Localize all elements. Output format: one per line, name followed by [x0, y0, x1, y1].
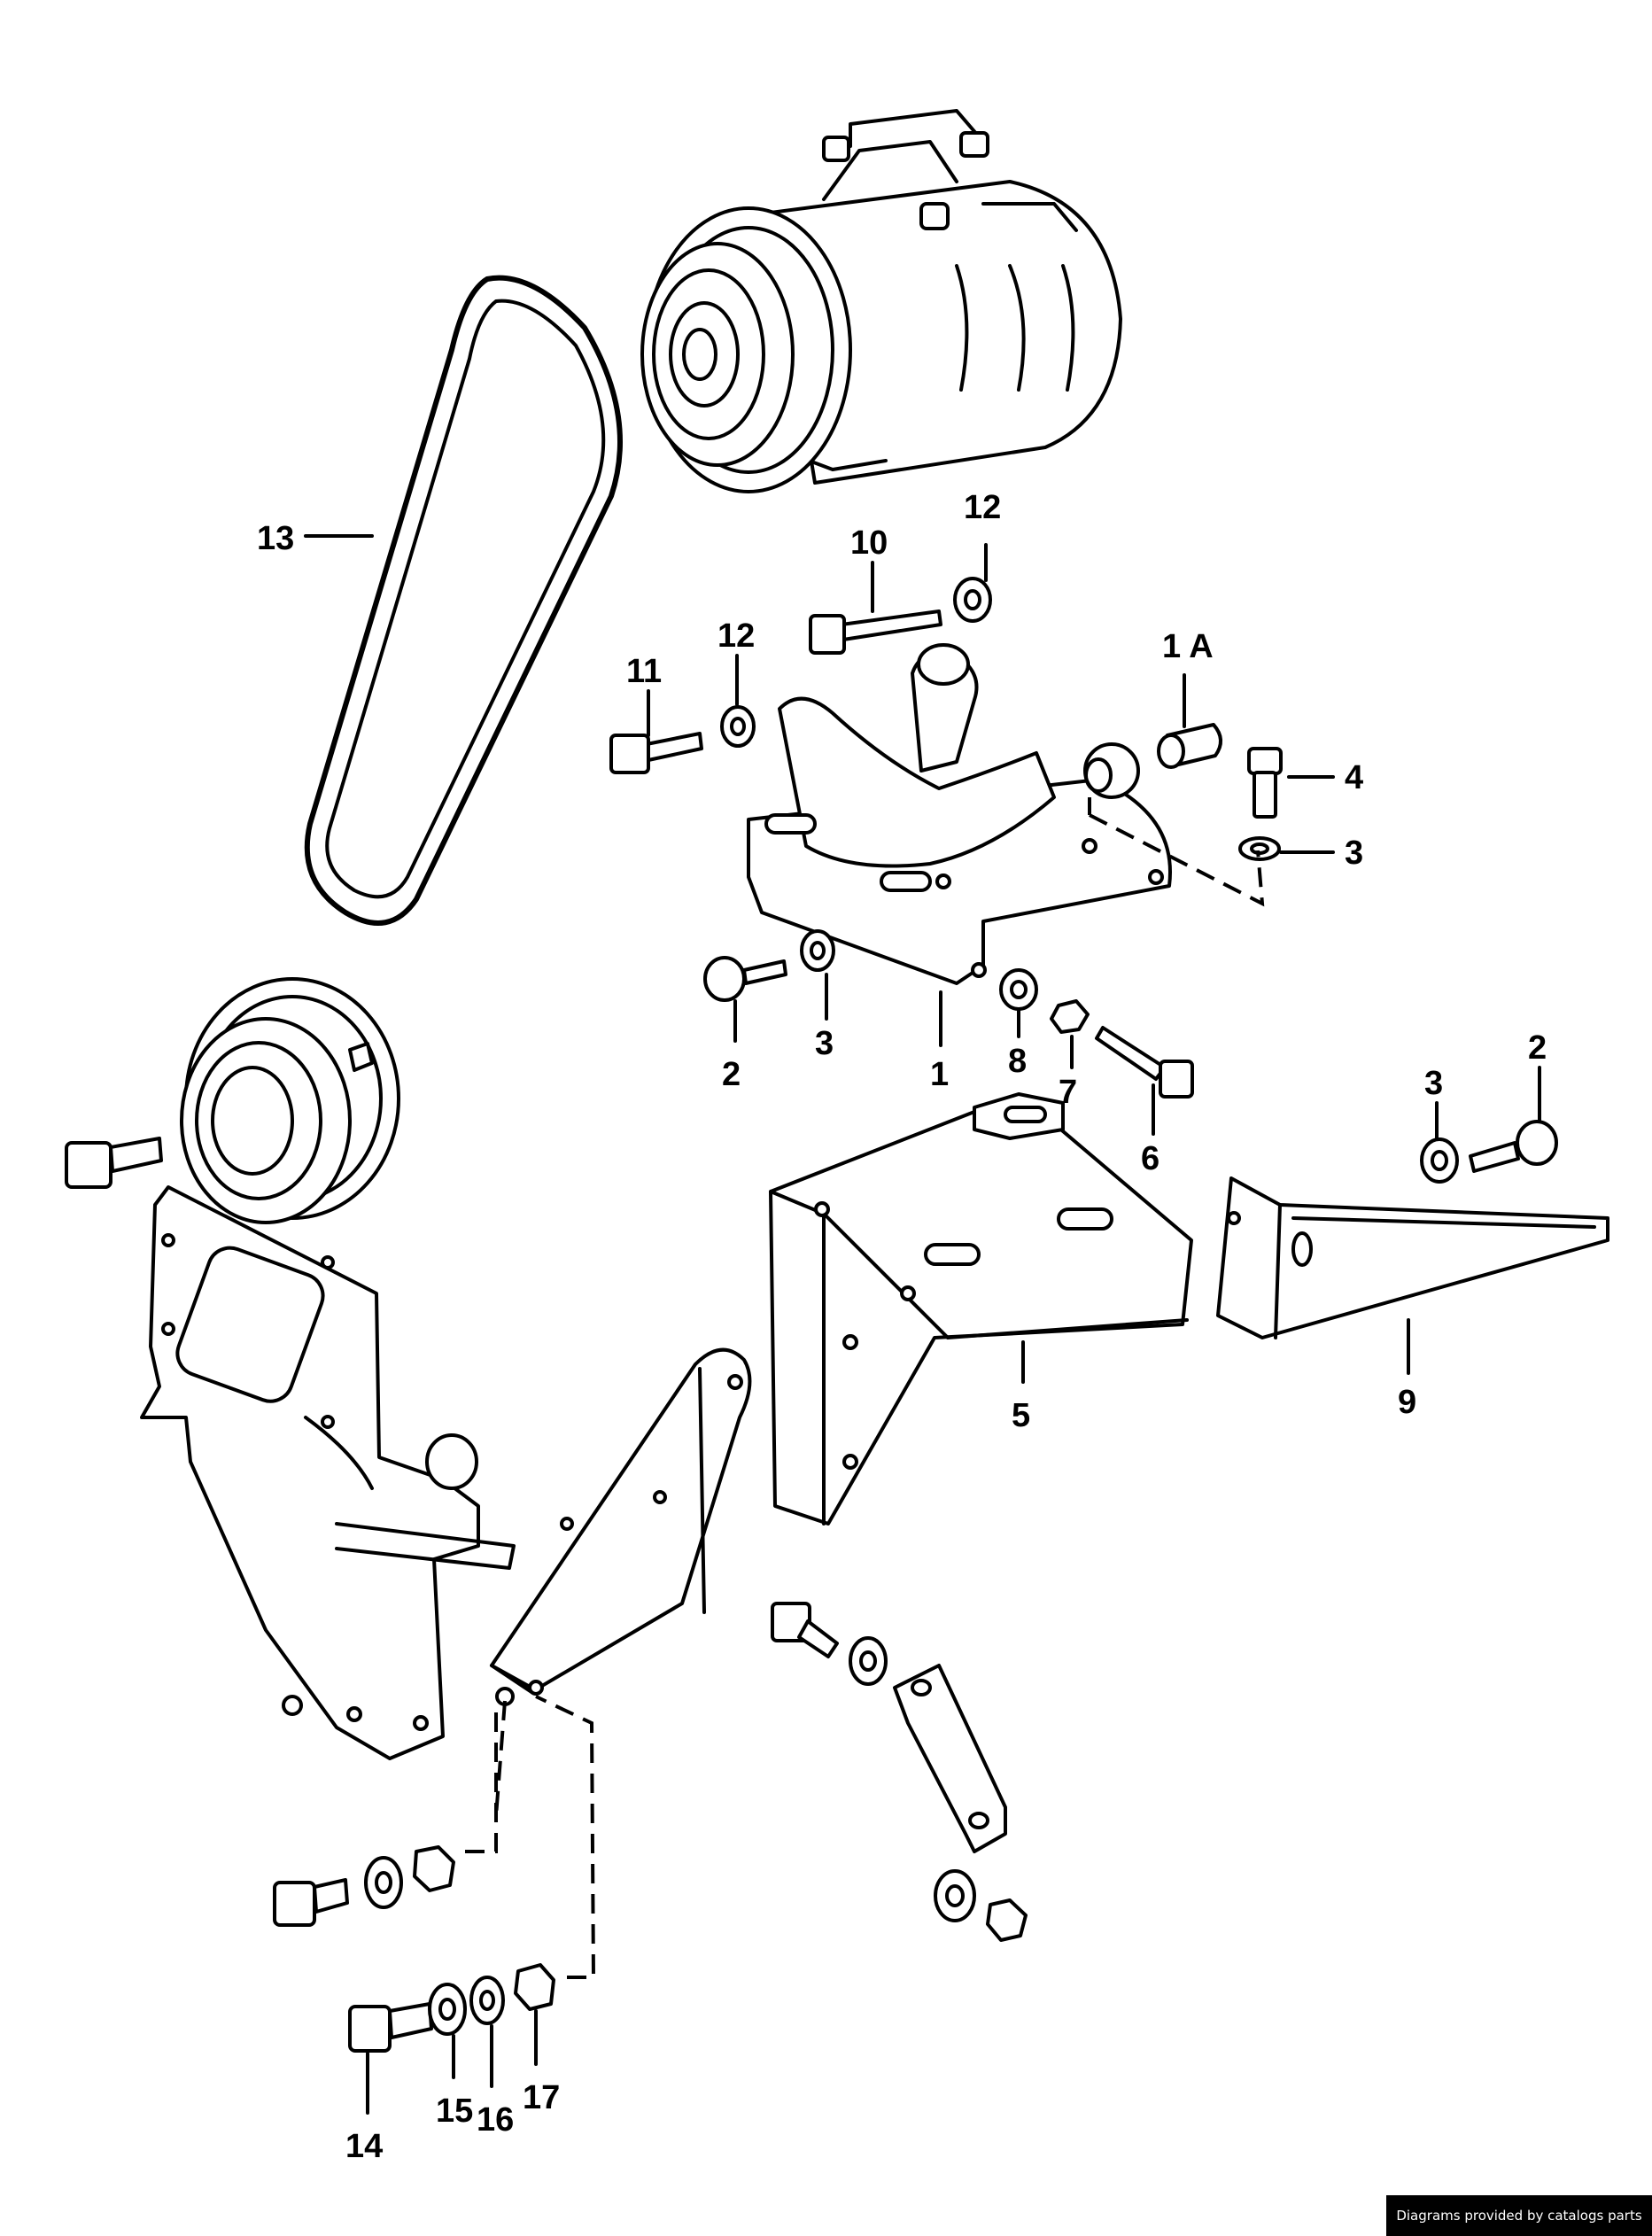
- callout-15: 15: [436, 2092, 473, 2130]
- compressor-bracket: [747, 643, 1172, 985]
- triangle-bracket: [490, 1347, 752, 1706]
- callout-13: 13: [257, 520, 294, 557]
- v-belt: [304, 275, 623, 926]
- washer-8: [999, 968, 1038, 1011]
- pulley-bolt: [65, 1137, 163, 1189]
- callout-1a: 1 A: [1162, 628, 1214, 665]
- lower-washer-left: [364, 1856, 403, 1909]
- mounting-bracket: [769, 1092, 1193, 1526]
- credit-footer: Diagrams provided by catalogs parts: [1386, 2195, 1652, 2236]
- link-bolt: [771, 1602, 839, 1658]
- callout-7: 7: [1059, 1074, 1077, 1111]
- callout-labels: 13 10 12 11 12 1 A 4 3 2 3 1 8 7 6 3 2 5…: [257, 489, 1547, 2165]
- lower-nut-left: [413, 1845, 455, 1892]
- callout-1: 1: [930, 1056, 949, 1093]
- callout-11: 11: [626, 653, 662, 690]
- crankshaft-pulley: [180, 977, 400, 1224]
- link-washer-upper: [849, 1636, 888, 1686]
- leader-lines: [304, 534, 1541, 2115]
- lower-bolt-left: [273, 1878, 349, 1927]
- spacer-sleeve: [1157, 723, 1222, 769]
- nut-7: [1050, 999, 1090, 1034]
- link-washer-lower: [934, 1869, 976, 1922]
- callout-3-left: 3: [815, 1025, 834, 1062]
- washer-3-left: [800, 929, 835, 972]
- woodruff-key: [348, 1042, 374, 1072]
- bolt-2-left: [703, 956, 787, 1002]
- callout-12-top: 12: [964, 489, 1001, 526]
- bolt-14: [348, 2002, 433, 2053]
- callout-3-right: 3: [1345, 835, 1363, 872]
- link-strap: [893, 1664, 1007, 1853]
- ac-compressor: [640, 109, 1122, 493]
- washer-12-left: [720, 705, 756, 748]
- engine-cover-plate: [140, 1185, 516, 1760]
- callout-2-right: 2: [1528, 1029, 1547, 1067]
- washer-3-far-right: [1420, 1137, 1459, 1184]
- bolt-11: [609, 732, 703, 774]
- callout-6: 6: [1141, 1140, 1160, 1177]
- assembly-guides: [465, 797, 1265, 1979]
- washer-12-top: [953, 577, 992, 623]
- callout-14: 14: [345, 2128, 383, 2165]
- washer-15: [428, 1983, 467, 2036]
- callout-12-left: 12: [717, 617, 755, 655]
- callout-3-far-right: 3: [1424, 1065, 1443, 1102]
- bolt-10: [809, 609, 942, 655]
- bolt-2-right: [1469, 1120, 1558, 1173]
- bolt-4: [1247, 747, 1283, 819]
- callout-4: 4: [1345, 759, 1363, 796]
- callout-9: 9: [1398, 1384, 1416, 1421]
- callout-17: 17: [523, 2079, 560, 2116]
- link-nut: [986, 1898, 1028, 1942]
- washer-16: [469, 1976, 505, 2025]
- callout-10: 10: [850, 524, 888, 562]
- callout-2-left: 2: [722, 1056, 741, 1093]
- callout-16: 16: [477, 2101, 514, 2139]
- bolt-6: [1095, 1026, 1194, 1099]
- nut-17: [514, 1963, 555, 2011]
- callout-5: 5: [1012, 1397, 1030, 1434]
- callout-8: 8: [1008, 1043, 1027, 1080]
- support-brace: [1216, 1176, 1609, 1339]
